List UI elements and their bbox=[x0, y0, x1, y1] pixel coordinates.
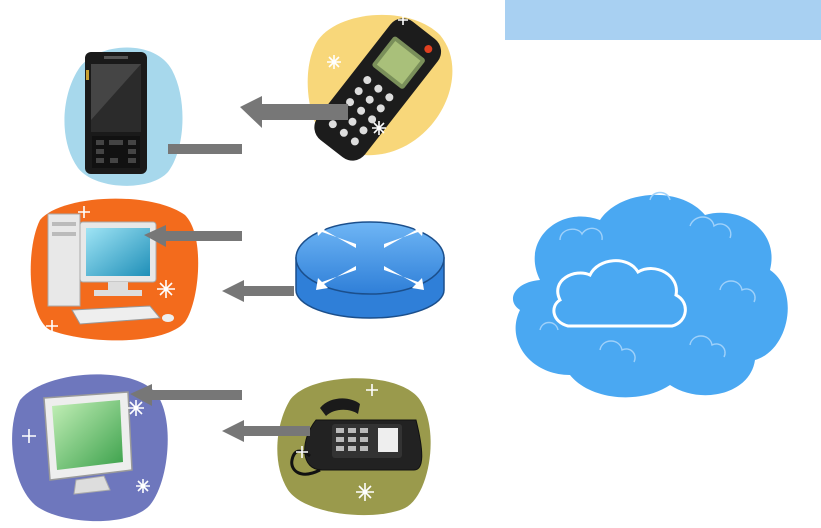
cordless-phone-icon bbox=[307, 14, 453, 161]
line-mobile-to-network bbox=[168, 144, 242, 154]
arrow-network-to-monitor bbox=[130, 384, 242, 406]
title-text: IBM LotusLive bbox=[527, 0, 773, 8]
arrow-deskphone-to-monitor bbox=[222, 420, 310, 442]
monitor-icon bbox=[12, 374, 168, 522]
router-icon bbox=[295, 221, 445, 319]
arrow-network-to-desktop bbox=[144, 225, 242, 247]
desk-phone-icon bbox=[277, 378, 431, 516]
title-banner: IBM LotusLive bbox=[505, 0, 821, 40]
arrow-cordless-to-mobile bbox=[240, 96, 348, 128]
desktop-computer-icon bbox=[30, 198, 199, 341]
cloud-icon bbox=[512, 191, 788, 398]
mobile-phone-icon bbox=[64, 47, 183, 186]
arrow-router-to-desktop bbox=[222, 280, 294, 302]
